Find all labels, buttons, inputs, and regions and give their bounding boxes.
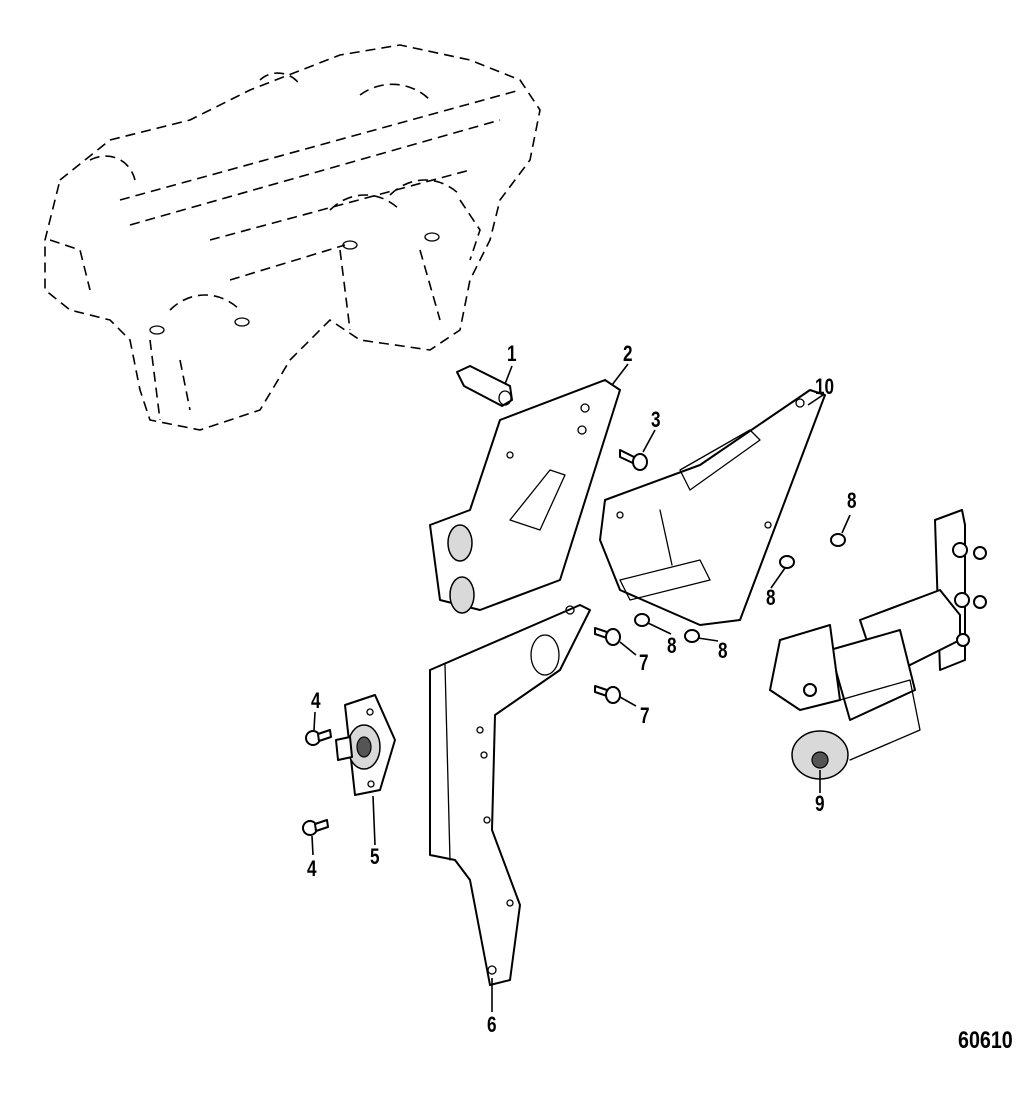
part-8-nuts	[634, 533, 846, 643]
leader-lines	[311, 363, 851, 1012]
callout-8-right: 8	[847, 488, 857, 513]
callout-4-upper: 4	[311, 688, 321, 713]
part-1-spacer-stud	[456, 365, 513, 407]
callout-3: 3	[651, 407, 661, 432]
figure-number: 60610	[958, 1027, 1013, 1054]
callout-10: 10	[815, 374, 835, 399]
part-5-sensor-flange	[335, 694, 396, 796]
callout-7-upper: 7	[639, 650, 649, 675]
part-2-bracket	[429, 379, 621, 614]
part-6-long-bracket	[429, 604, 591, 986]
part-9-actuator-motor	[769, 509, 987, 780]
callout-8-middle: 8	[766, 585, 776, 610]
part-3-bolt	[619, 449, 648, 471]
part-7-bolts	[594, 627, 621, 704]
callout-1: 1	[507, 341, 517, 366]
callout-4-lower: 4	[307, 856, 317, 881]
part-10-mounting-plate	[599, 389, 826, 626]
callout-8-left: 8	[667, 633, 677, 658]
callout-5: 5	[370, 844, 380, 869]
callout-8-lower: 8	[718, 638, 728, 663]
callout-9: 9	[815, 791, 825, 816]
callout-6: 6	[487, 1012, 497, 1037]
exhaust-manifold-phantom	[44, 44, 541, 431]
callout-2: 2	[623, 341, 633, 366]
callout-7-lower: 7	[640, 703, 650, 728]
part-4-bolts	[302, 729, 332, 836]
